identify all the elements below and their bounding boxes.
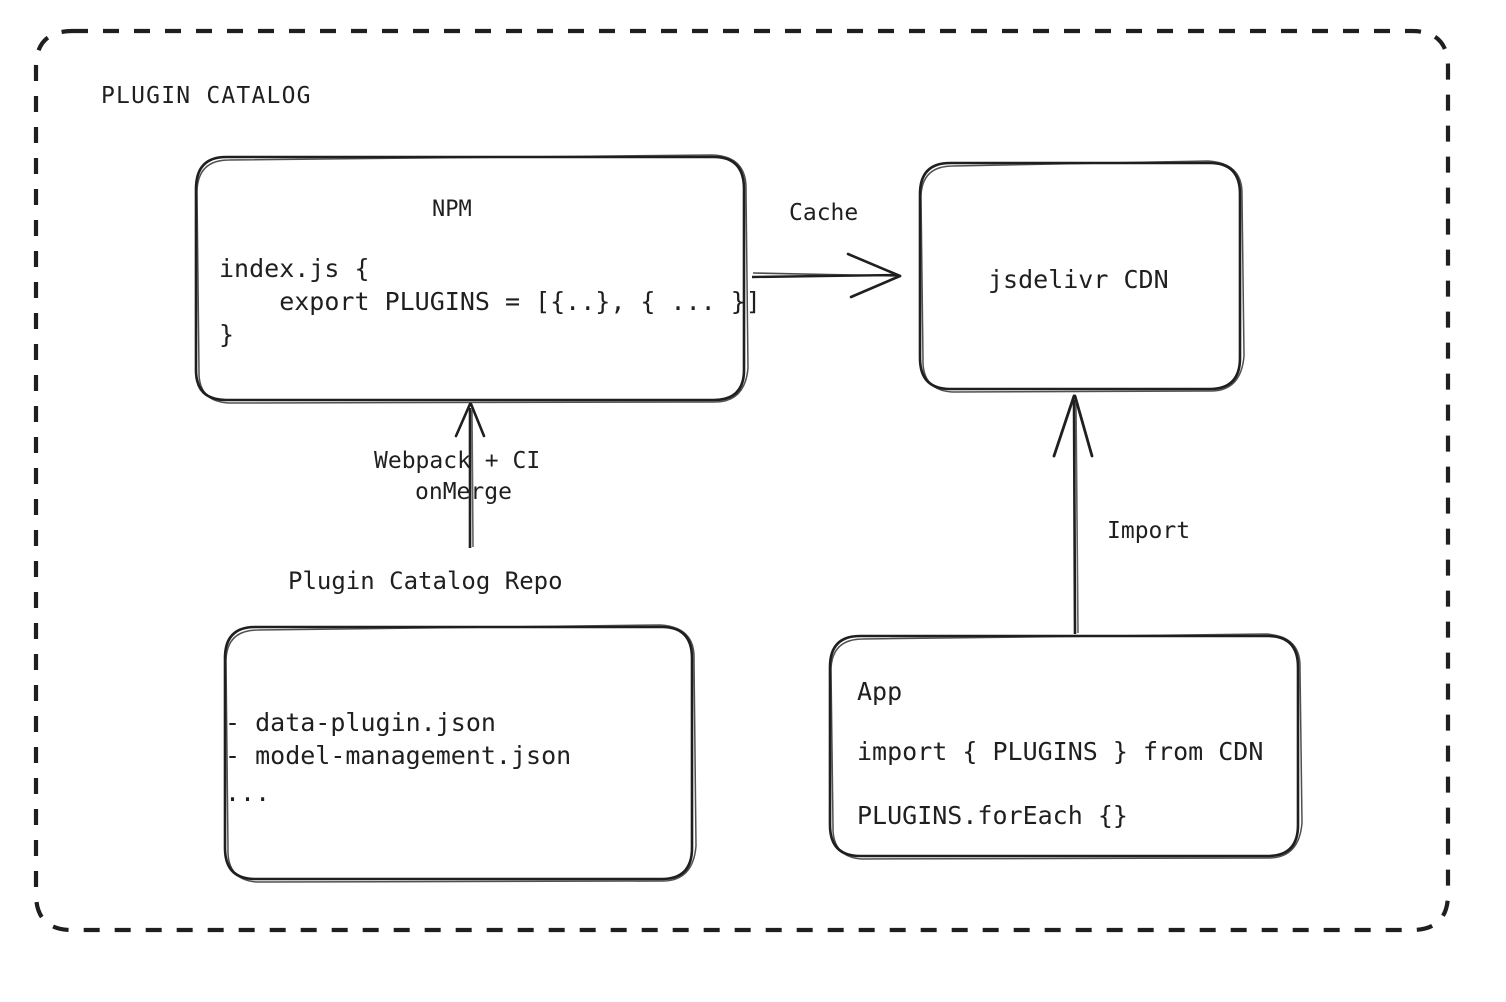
cdn-node-title: jsdelivr CDN <box>988 265 1169 294</box>
edge-label-onmerge: onMerge <box>415 479 512 505</box>
npm-code-line-3: } <box>219 320 235 349</box>
repo-list-item-3: ... <box>225 778 271 807</box>
app-code-line-2: PLUGINS.forEach {} <box>857 801 1128 830</box>
edge-label-cache: Cache <box>789 200 859 226</box>
app-node[interactable] <box>830 636 1298 856</box>
npm-code-line-1: index.js { <box>219 254 370 283</box>
edge-label-import: Import <box>1107 518 1191 544</box>
repo-list-item-1: - data-plugin.json <box>225 708 496 737</box>
app-node-title: App <box>857 677 903 706</box>
repo-list-item-2: - model-management.json <box>225 741 572 770</box>
npm-node-title: NPM <box>432 197 472 222</box>
group-title-plugin-catalog: PLUGIN CATALOG <box>101 83 312 109</box>
cdn-node[interactable] <box>920 163 1240 389</box>
edge-repo-to-npm <box>454 402 486 548</box>
repo-node-caption: Plugin Catalog Repo <box>288 567 563 595</box>
edge-npm-to-cdn <box>751 252 902 299</box>
app-code-line-1: import { PLUGINS } from CDN <box>857 737 1264 766</box>
npm-node[interactable] <box>196 157 744 400</box>
npm-code-line-2: export PLUGINS = [{..}, { ... }] <box>219 287 761 316</box>
edge-app-to-cdn <box>1052 394 1094 635</box>
edge-label-webpack-ci: Webpack + CI <box>374 448 541 474</box>
repo-node[interactable] <box>225 627 692 879</box>
